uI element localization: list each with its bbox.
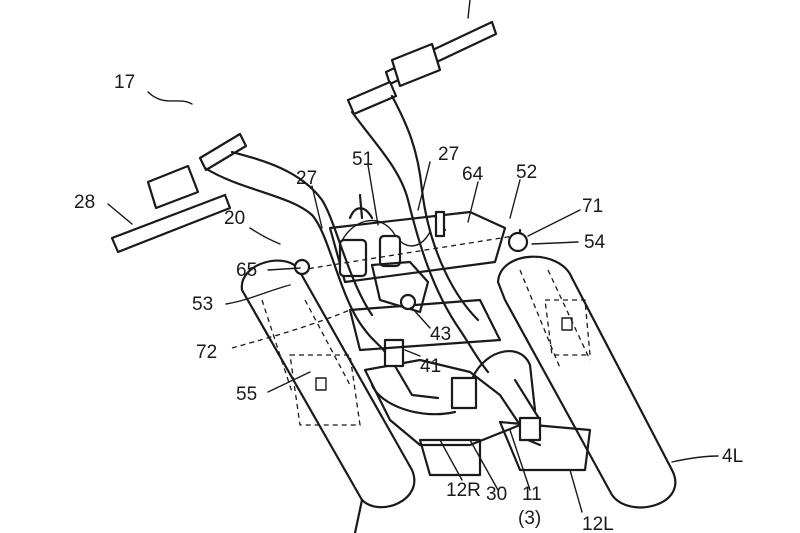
label-64: 64 [462,164,484,185]
label-65: 65 [236,260,257,281]
label-43: 43 [430,324,451,345]
label-20: 20 [224,208,245,229]
right-wheel-4L [496,255,719,509]
label-12R: 12R [446,480,481,501]
center-mechanism [293,193,529,314]
label-27-left: 27 [296,168,317,189]
chassis-block [348,298,592,477]
handlebar-left [110,132,387,354]
label-27-right: 27 [438,144,459,165]
leader-lines [107,91,583,513]
label-71: 71 [582,196,603,217]
handlebar-right [346,0,498,374]
label-4L: 4L [722,446,743,467]
label-54: 54 [584,232,606,253]
label-41: 41 [420,356,441,377]
label-28: 28 [74,192,95,213]
label-11: 11 [522,484,542,505]
label-55: 55 [236,384,257,405]
label-52: 52 [516,162,537,183]
leader-17 [147,91,193,105]
label-30: 30 [486,484,507,505]
label-3: (3) [518,508,541,529]
label-72: 72 [196,342,217,363]
left-wheel [240,259,416,533]
label-17: 17 [114,72,135,93]
reference-labels: 17 28 20 27 27 51 64 52 71 54 65 53 43 7… [74,72,743,533]
label-12L: 12L [582,514,614,533]
label-51: 51 [352,149,373,170]
label-53: 53 [192,294,213,315]
